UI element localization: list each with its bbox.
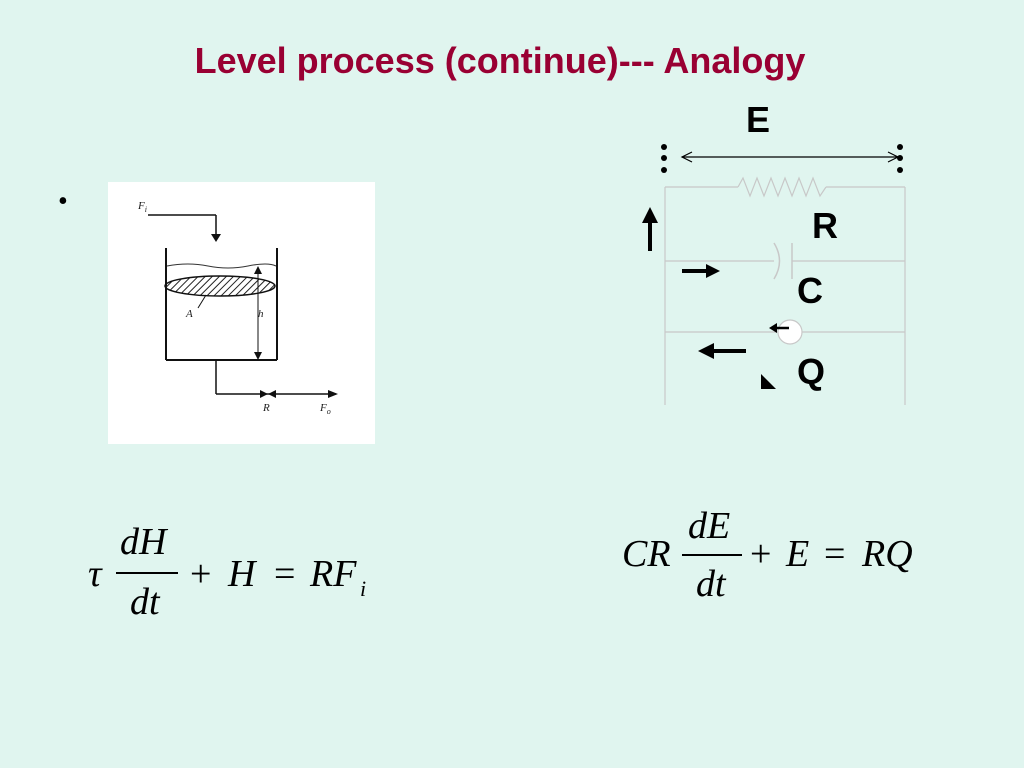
- resistor-label: R: [812, 205, 838, 246]
- electric-coef: CR: [622, 533, 671, 575]
- outflow-label: Fo: [320, 402, 331, 417]
- q-arrow-head: [698, 343, 714, 359]
- valve-left: [260, 390, 268, 398]
- level-equation: τ dH dt + H = RF i: [88, 520, 388, 630]
- current-source: [777, 319, 803, 345]
- level-numerator: dH: [120, 521, 167, 563]
- current-arrow-up-head: [642, 207, 658, 223]
- area-label: A: [186, 308, 193, 320]
- slide-title: Level process (continue)--- Analogy: [194, 40, 806, 81]
- level-rhs: RF: [310, 553, 357, 595]
- circuit-drawing: [642, 144, 906, 405]
- terminal-dot-right-1: [897, 144, 903, 150]
- electric-plus: +: [750, 533, 772, 575]
- terminal-dot-left-1: [661, 144, 667, 150]
- tau-symbol: τ: [88, 553, 102, 595]
- terminal-dot-left-2: [661, 155, 667, 161]
- level-plus: +: [190, 553, 212, 595]
- level-rhs-subscript: i: [360, 576, 367, 601]
- terminal-dot-right-3: [897, 167, 903, 173]
- level-fraction-bar: [116, 572, 178, 574]
- tank-drawing: [148, 214, 338, 398]
- circuit-diagram: E R C Q: [640, 95, 940, 415]
- level-var: H: [228, 553, 256, 595]
- area-pointer: [197, 294, 207, 309]
- height-arrow-top: [254, 266, 262, 274]
- voltage-label: E: [746, 99, 771, 140]
- height-arrow-bottom: [254, 352, 262, 360]
- cross-section-area: [164, 275, 276, 297]
- voltage-arrow-left: [680, 151, 693, 163]
- outflow-arrowhead: [328, 390, 338, 398]
- resistor-zigzag: [737, 176, 827, 198]
- terminal-dot-left-3: [661, 167, 667, 173]
- tank-diagram: Fi A h R Fo: [108, 182, 375, 444]
- bullet-point: •: [58, 186, 68, 217]
- voltage-arrow-right: [887, 151, 900, 163]
- source-arrow-head: [769, 323, 777, 333]
- small-triangle-marker: [761, 374, 776, 389]
- inflow-arrowhead: [211, 234, 221, 242]
- capacitor-current-head: [706, 264, 720, 278]
- level-denominator: dt: [130, 581, 160, 623]
- electric-denominator: dt: [696, 563, 726, 605]
- electric-equation: CR dE dt + E = RQ: [622, 504, 942, 614]
- electric-numerator: dE: [688, 505, 731, 547]
- level-equals: =: [274, 553, 296, 595]
- resistance-label: R: [263, 402, 270, 414]
- current-label: Q: [797, 351, 826, 392]
- electric-equals: =: [824, 533, 846, 575]
- valve-right: [268, 390, 276, 398]
- liquid-surface: [166, 263, 277, 269]
- terminal-dot-right-2: [897, 155, 903, 161]
- capacitor-plate-curved: [773, 242, 781, 280]
- electric-var: E: [786, 533, 810, 575]
- capacitor-label: C: [797, 270, 823, 311]
- height-label: h: [258, 308, 264, 320]
- electric-fraction-bar: [682, 554, 742, 556]
- electric-rhs: RQ: [862, 533, 913, 575]
- inflow-label: Fi: [138, 200, 147, 215]
